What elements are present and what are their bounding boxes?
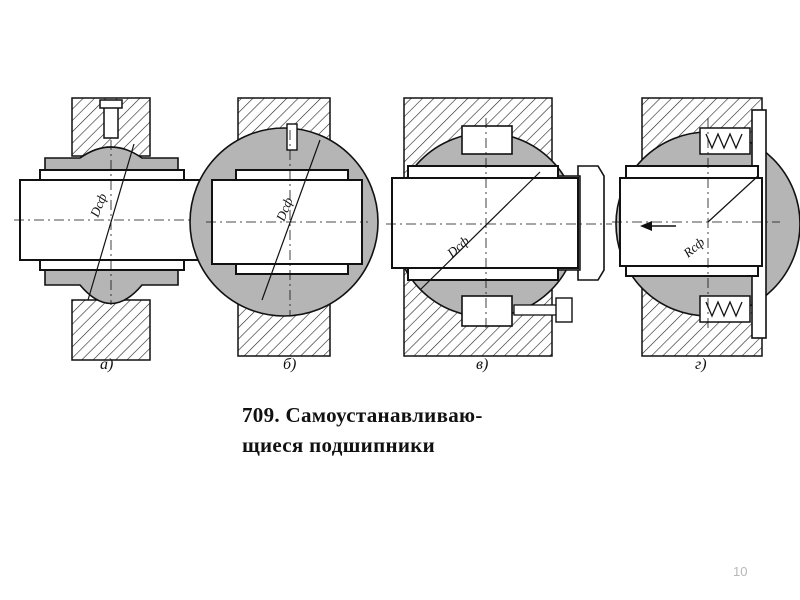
dimension-line: [261, 139, 321, 301]
housing-wall-bottom: [71, 299, 151, 361]
lower-spring: [705, 300, 743, 318]
caption-line-2: щиеся подшипники: [242, 433, 436, 457]
dimension-line: [419, 171, 541, 291]
slide-number: 10: [733, 564, 748, 579]
lubrication-fitting: [103, 103, 119, 139]
panel-label-b: б): [283, 356, 297, 373]
adjusting-screw: [513, 304, 559, 316]
spherical-housing-upper: [44, 146, 179, 171]
panel-label-d: г): [695, 356, 707, 373]
upper-spring: [705, 132, 743, 150]
fitting-cap: [99, 99, 123, 109]
upper-spring-pocket: [699, 127, 751, 155]
spherical-housing-lower: [44, 269, 179, 305]
caption-line-1: 709. Самоустанавливаю-: [242, 403, 483, 427]
radius-line: [707, 175, 759, 223]
figure-caption: 709. Самоустанавливаю- щиеся подшипники: [242, 400, 483, 460]
bearing-panel-a: Dсф: [14, 97, 206, 361]
locating-pin: [286, 123, 298, 151]
end-nut: [577, 165, 605, 281]
dimension-line: [87, 143, 135, 301]
panel-label-a: а): [100, 356, 114, 373]
lower-spring-pocket: [699, 295, 751, 323]
bearing-panel-c: Dсф: [386, 97, 612, 357]
screw-head: [555, 297, 573, 323]
bearing-panel-b: Dсф: [189, 97, 379, 357]
lower-insert: [461, 295, 513, 327]
arrow-head: [640, 221, 652, 231]
panel-label-c: в): [476, 356, 489, 373]
upper-insert: [461, 125, 513, 155]
shaft: [391, 177, 579, 269]
bearing-panel-d: Rсф: [612, 97, 800, 357]
